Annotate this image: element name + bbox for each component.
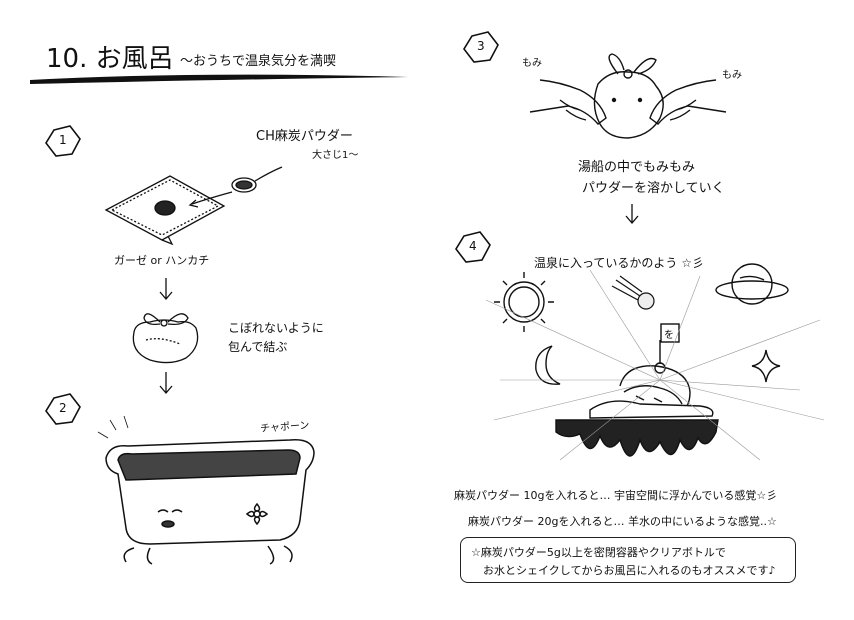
down-arrow-right: [625, 204, 639, 224]
knead-sfx-right: もみ: [722, 70, 742, 81]
bathtub-lines: [97, 415, 129, 439]
step-2-badge-shape: [45, 393, 81, 425]
knead-sfx-left: もみ: [522, 58, 542, 69]
page-subtitle: ～おうちで温泉気分を満喫: [180, 54, 337, 69]
gauze-cloth-drawing: [104, 175, 226, 246]
sun-drawing: [494, 272, 554, 332]
tip-line1: ☆麻炭パウダー5g以上を密閉容器やクリアボトルで: [471, 546, 726, 559]
tie-caption-line1: こぼれないように: [228, 321, 324, 335]
bathtub-drawing: [105, 439, 315, 565]
step3-caption-line1: 湯船の中でもみもみ: [578, 160, 696, 175]
sparkle-drawing: [751, 349, 781, 383]
hands-kneading-drawing: [529, 53, 727, 139]
step4-caption: 温泉に入っているかのよう ☆彡: [534, 256, 704, 270]
comet-drawing: [611, 275, 655, 310]
product-label: CH麻炭パウダー: [256, 129, 353, 144]
spoon-drawing: [188, 166, 283, 208]
title-underline-stroke: [30, 74, 408, 84]
step-3-number: 3: [477, 39, 485, 53]
planet-drawing: [715, 263, 789, 305]
step-2-number: 2: [59, 401, 67, 415]
down-arrows-left: [159, 278, 173, 394]
step3-caption-line2: パウダーを溶かしていく: [582, 181, 725, 196]
step-1-number: 1: [59, 133, 67, 147]
tip-line2: お水とシェイクしてからお風呂に入れるのもオススメです♪: [483, 564, 776, 577]
tie-caption-line2: 包んで結ぶ: [228, 340, 288, 354]
step-4-badge-shape: [455, 231, 491, 263]
tip-box: ☆麻炭パウダー5g以上を密閉容器やクリアボトルで お水とシェイクしてからお風呂に…: [460, 537, 796, 583]
wrapped-bundle-drawing: [132, 313, 199, 364]
result-10g: 麻炭パウダー 10gを入れると… 宇宙空間に浮かんでいる感覚☆彡: [454, 489, 778, 502]
floating-girl-drawing: [555, 323, 719, 457]
flag-text: を: [664, 330, 674, 341]
cloth-label: ガーゼ or ハンカチ: [114, 254, 210, 267]
moon-drawing: [535, 345, 561, 385]
amount-label: 大さじ1～: [312, 150, 359, 161]
page-title: 10. お風呂: [46, 44, 174, 74]
step-1-badge-shape: [45, 125, 81, 157]
step-4-number: 4: [469, 239, 477, 253]
step-3-badge-shape: [463, 31, 499, 63]
light-rays: [485, 269, 825, 461]
result-20g: 麻炭パウダー 20gを入れると… 羊水の中にいるような感覚..☆: [468, 515, 777, 528]
